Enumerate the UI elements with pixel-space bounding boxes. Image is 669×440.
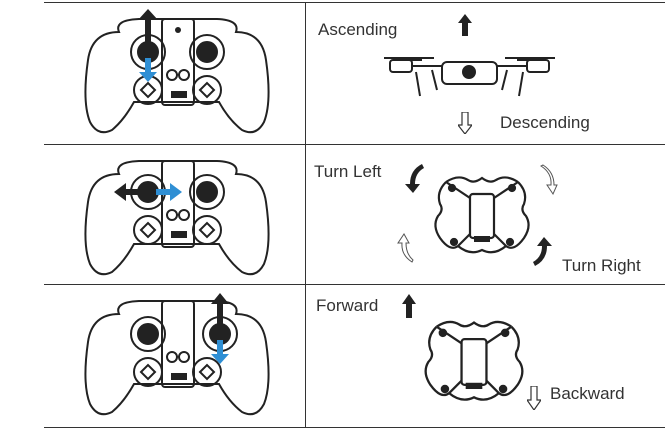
row-ascending-descending: Ascending Descending	[44, 2, 665, 144]
down-arrow-outline-icon	[458, 112, 472, 134]
drone-top-view-icon	[418, 308, 530, 416]
drone-side-view-icon	[382, 50, 557, 100]
curved-arrow-icon	[533, 237, 552, 266]
table-row-divider	[44, 284, 665, 285]
down-arrow-outline-icon	[527, 386, 541, 410]
up-arrow-icon	[402, 294, 416, 318]
controller-icon	[44, 2, 305, 142]
controller-icon	[44, 144, 305, 284]
curved-arrow-icon	[405, 164, 424, 193]
table-row-divider	[44, 144, 665, 145]
row-forward-backward: Forward Backward	[44, 284, 665, 427]
table-bottom-rule	[44, 427, 665, 428]
up-arrow-icon	[458, 14, 472, 36]
curved-arrow-outline-icon	[539, 164, 558, 196]
table-top-rule	[44, 2, 665, 3]
controller-icon	[44, 284, 305, 424]
curved-arrow-outline-icon	[397, 233, 414, 263]
label-ascending: Ascending	[318, 20, 398, 39]
label-turn-left: Turn Left	[314, 162, 382, 181]
label-backward: Backward	[550, 384, 625, 403]
label-descending: Descending	[500, 113, 590, 132]
row-turn-left-right: Turn Left Turn Right	[44, 144, 665, 284]
label-turn-right: Turn Right	[562, 256, 641, 275]
label-forward: Forward	[316, 296, 379, 315]
table-column-divider	[305, 2, 306, 428]
drone-top-view-icon	[430, 164, 534, 268]
